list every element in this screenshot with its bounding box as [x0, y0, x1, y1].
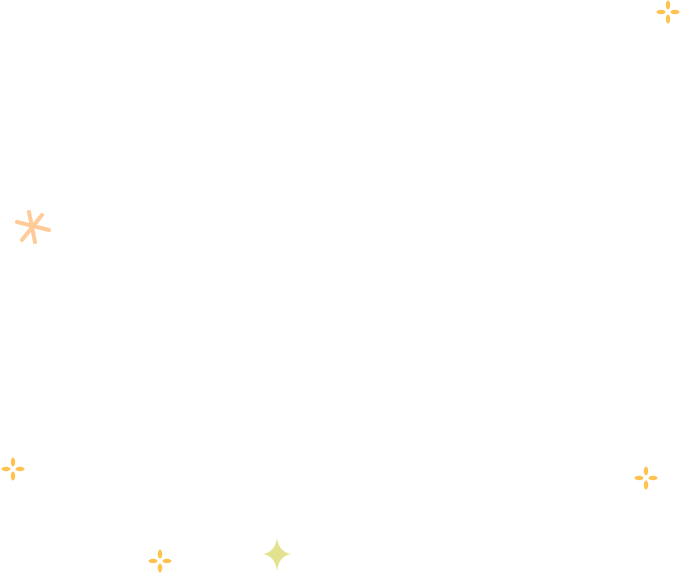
- asterisk-icon: [15, 210, 51, 244]
- petal-sparkle-icon: [634, 466, 658, 490]
- petal-sparkle-icon: [656, 0, 680, 24]
- petal-sparkle-icon: [148, 549, 172, 573]
- petal-sparkle-icon: [1, 457, 25, 481]
- four-point-star-icon: [263, 538, 291, 571]
